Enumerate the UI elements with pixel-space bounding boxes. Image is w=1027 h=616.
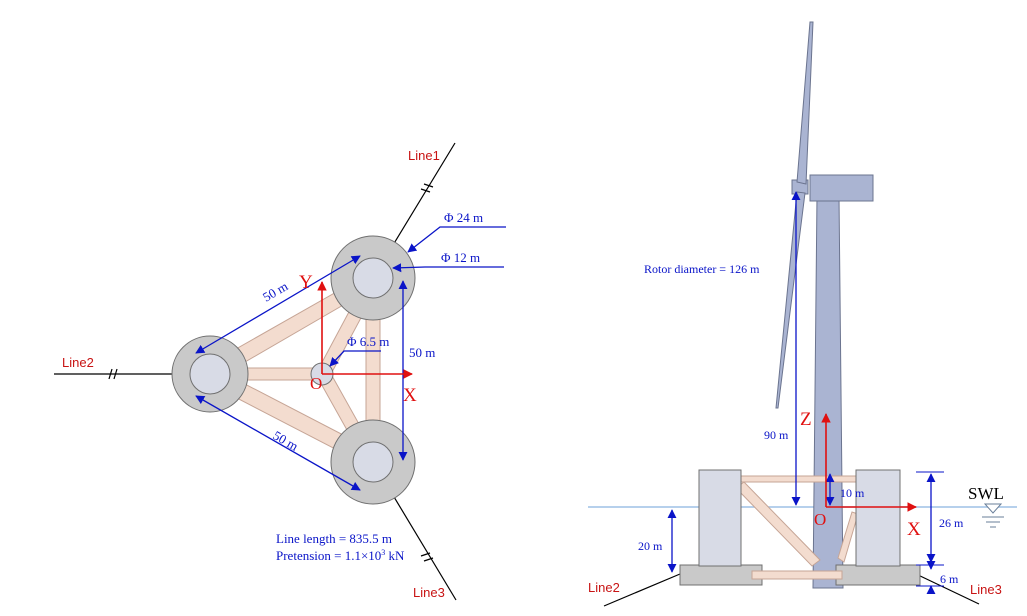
leader-outer-diameter [407,226,506,253]
dim-bottom-edge [195,395,361,491]
line-length-label: Line length = 835.5 m [276,531,392,546]
plan-y-axis-label: Y [299,272,313,293]
side-x-axis-label: X [907,519,921,540]
break-mark-line2 [108,368,118,380]
leader-inner-diameter [392,263,504,273]
line2-label: Line2 [62,355,94,370]
plan-origin-label: O [310,374,322,393]
column-top-inner [352,257,394,299]
hub-height-label: 90 m [764,428,789,442]
dim-top-edge [195,255,361,354]
side-z-axis-label: Z [800,409,812,430]
bottom-edge-label: 50 m [271,428,301,454]
plan-dimensions [195,226,506,491]
line1-label: Line1 [408,148,440,163]
leader-center-diameter [329,350,381,367]
line3-label: Line3 [413,585,445,600]
side-mooring-lines [603,573,980,607]
center-diameter-label: Φ 6.5 m [347,334,389,349]
side-labels: Rotor diameter = 126 m 90 m Z X O 10 m 2… [588,262,1004,597]
plan-view: Line1 Line2 Line3 Φ 24 m Φ 12 m Φ 6.5 m … [54,142,506,601]
swl-symbol [982,503,1004,528]
side-origin-label: O [814,510,826,529]
break-mark-line3 [420,552,434,562]
freeboard-label: 10 m [840,486,865,500]
swl-triangle [983,503,1003,514]
plan-labels: Line1 Line2 Line3 Φ 24 m Φ 12 m Φ 6.5 m … [62,148,483,600]
rotor-diameter-label: Rotor diameter = 126 m [644,262,760,276]
pretension-label: Pretension = 1.1×103 kN [276,548,405,563]
pontoon-height-label: 6 m [940,572,959,586]
inner-diameter-label: Φ 12 m [441,250,480,265]
side-view: Rotor diameter = 126 m 90 m Z X O 10 m 2… [588,21,1017,607]
pontoon-right [835,564,921,586]
side-brace-diagonal-left [735,481,821,567]
pontoon-left [679,564,763,586]
plan-axes [317,281,413,379]
lower-blade [775,191,806,409]
side-platform [679,469,921,586]
outer-diameter-label: Φ 24 m [444,210,483,225]
nacelle [809,174,874,202]
column-left-inner [189,353,231,395]
column-left-side [698,469,742,567]
side-line2-label: Line2 [588,580,620,595]
break-mark-line1 [420,183,434,193]
vertical-spacing-label: 50 m [409,345,435,360]
side-mooring-line2 [603,573,681,607]
side-mooring-line3 [915,573,980,605]
tower [812,195,844,589]
swl-label: SWL [968,484,1004,503]
column-bottom-inner [352,441,394,483]
side-dimensions [667,191,944,595]
column-right-side [855,469,901,567]
upper-blade [796,21,814,185]
draft-label: 20 m [638,539,663,553]
top-edge-label: 50 m [260,278,290,304]
side-line3-label: Line3 [970,582,1002,597]
side-axes [821,413,917,512]
plan-x-axis-label: X [403,385,417,406]
pontoon-center-brace [751,570,843,580]
column-height-label: 26 m [939,516,964,530]
